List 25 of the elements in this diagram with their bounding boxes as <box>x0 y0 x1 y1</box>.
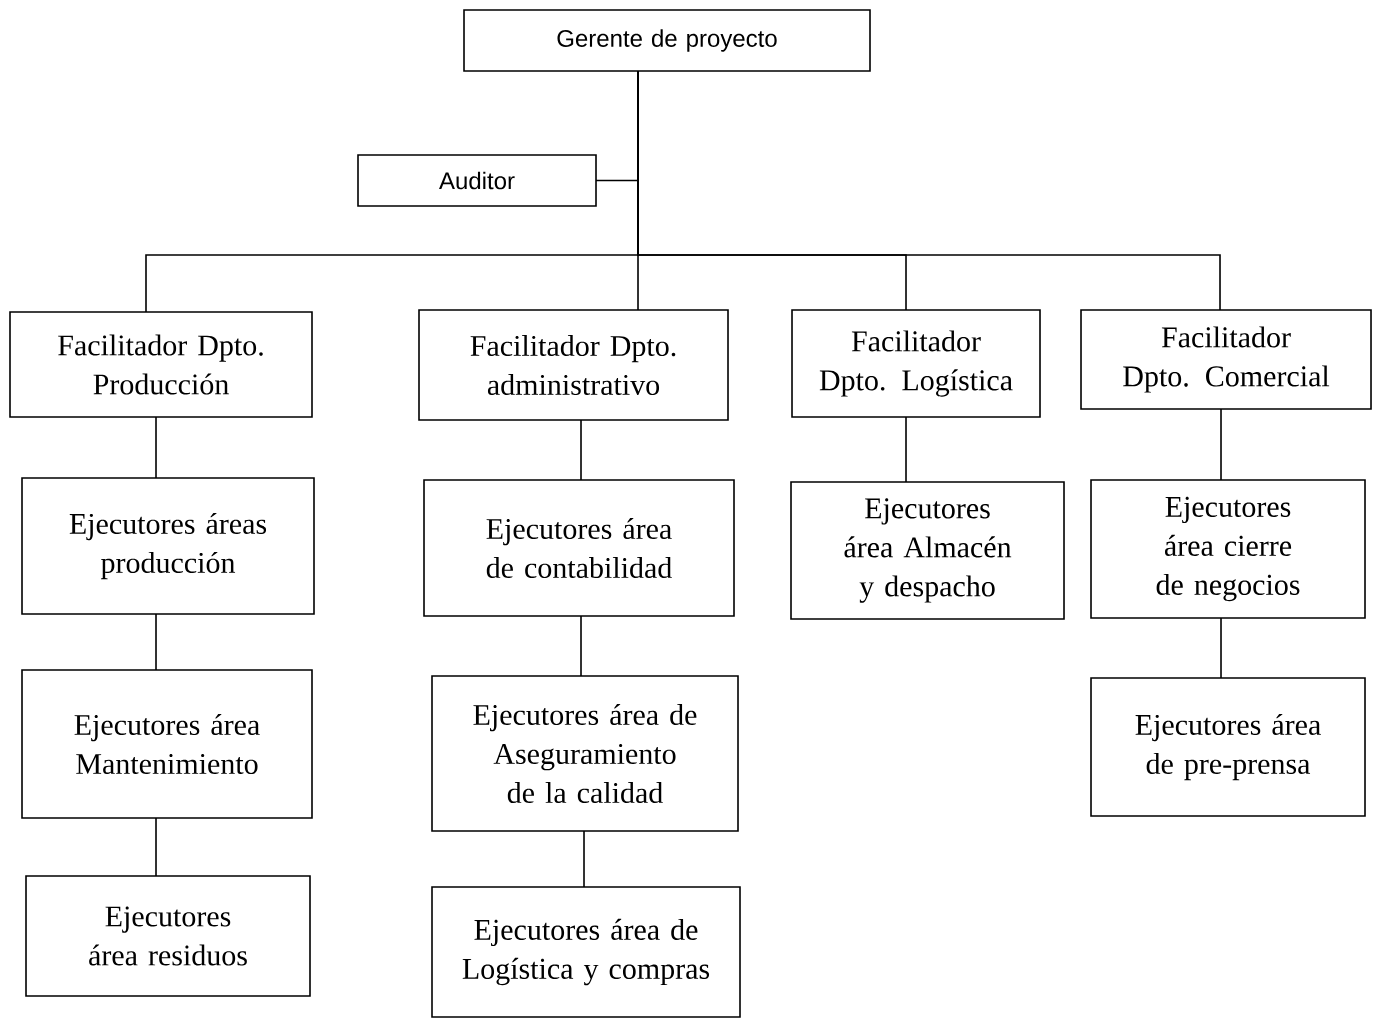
connector-line <box>637 70 1221 311</box>
connector-line <box>155 613 157 671</box>
connector-line <box>155 817 157 877</box>
connector-line <box>155 416 157 479</box>
connector-line <box>905 416 907 483</box>
org-box: Ejecutores área de pre-prensa <box>1090 677 1366 817</box>
org-box: Ejecutores área Mantenimiento <box>21 669 313 819</box>
org-box: Ejecutores área Almacén y despacho <box>790 481 1065 620</box>
org-box: Ejecutores área de Logística y compras <box>431 886 741 1018</box>
org-box: Auditor <box>357 154 597 207</box>
org-box: Ejecutores área de Aseguramiento de la calidad <box>431 675 739 832</box>
connector-line <box>1220 617 1222 679</box>
org-box: Facilitador Dpto. Logística <box>791 309 1041 418</box>
org-box: Ejecutores área de contabilidad <box>423 479 735 617</box>
org-box: Facilitador Dpto. Producción <box>9 311 313 418</box>
connector-line <box>580 615 582 677</box>
connector-line <box>580 419 582 481</box>
connector-line <box>583 830 585 888</box>
org-box: Ejecutores área residuos <box>25 875 311 997</box>
org-box: Gerente de proyecto <box>463 9 871 72</box>
org-box: Ejecutores áreas producción <box>21 477 315 615</box>
org-box: Facilitador Dpto. Comercial <box>1080 309 1372 410</box>
org-box: Ejecutores área cierre de negocios <box>1090 479 1366 619</box>
org-box: Facilitador Dpto. administrativo <box>418 309 729 421</box>
connector-line <box>1220 408 1222 481</box>
